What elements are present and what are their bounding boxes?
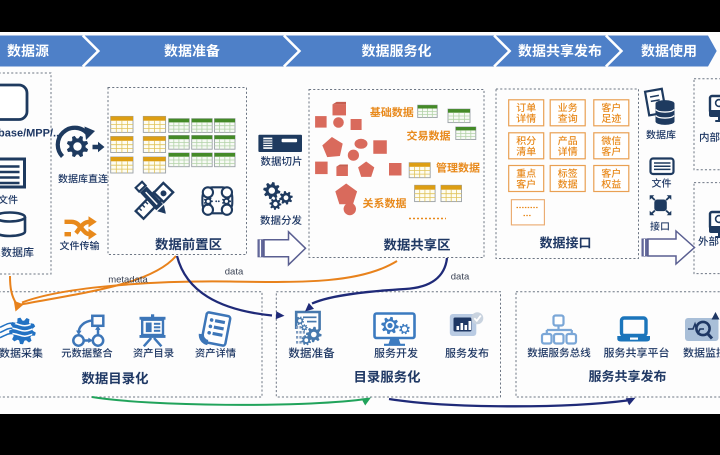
svg-text:base/MPP/...: base/MPP/...	[0, 128, 62, 140]
svg-text:metadata: metadata	[108, 275, 148, 286]
svg-text:data: data	[451, 272, 470, 283]
svg-text:data: data	[225, 267, 244, 278]
